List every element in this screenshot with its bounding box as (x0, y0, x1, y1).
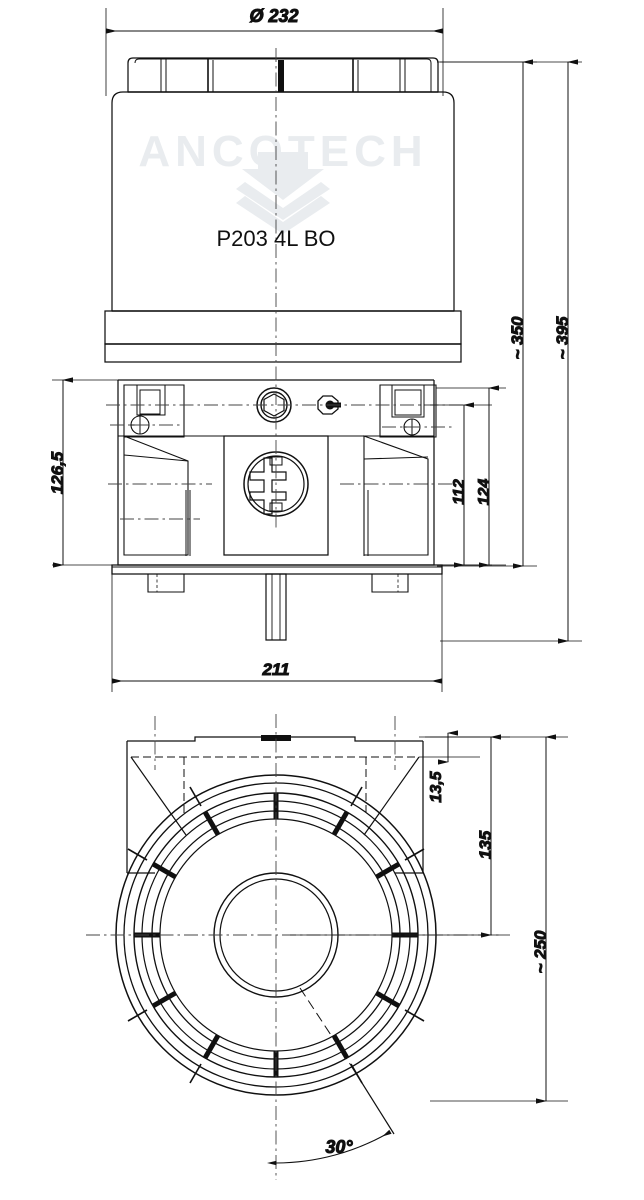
mounting-plate-outline (126, 735, 424, 874)
front-view-dimensions: Ø 232 ~ 350 ~ 395 126,5 (48, 6, 582, 692)
product-label: P203 4L BO (216, 226, 335, 251)
dim-height-total: ~ 395 (440, 59, 582, 644)
dim-label-port-height-inner: 112 (451, 479, 468, 505)
dim-label-base-height: 126,5 (48, 451, 67, 494)
dim-height-body: ~ 350 (437, 59, 537, 569)
dim-plan-radius: 135 (290, 734, 510, 938)
lid-handle-group (127, 57, 439, 93)
dim-label-plan-radius: 135 (476, 830, 495, 859)
reservoir-body (104, 91, 462, 363)
dim-label-plan-diameter: ~ 250 (531, 930, 550, 974)
pump-housing (111, 379, 443, 641)
dim-label-outlet-angle: 30° (325, 1137, 353, 1157)
dim-outlet-angle: 30° (267, 1066, 395, 1166)
mount-hidden-lines (131, 756, 419, 815)
dim-base-height: 126,5 (48, 377, 126, 568)
dim-plan-diameter: ~ 250 (430, 734, 568, 1104)
dim-label-base-width: 211 (261, 660, 289, 679)
dim-label-port-height-outer: 124 (476, 479, 493, 506)
plan-view-dimensions: 13,5 135 ~ 250 30° (267, 730, 568, 1166)
dim-base-width: 211 (111, 568, 443, 692)
dim-label-bracket-offset: 13,5 (428, 770, 445, 802)
dim-label-height-body: ~ 350 (508, 316, 527, 360)
outlet-leader-line (299, 987, 353, 1068)
watermark-group: ANCOTECH (138, 127, 423, 234)
watermark-logo-icon (236, 152, 330, 234)
front-view-centerlines (106, 48, 466, 530)
dim-bracket-offset: 13,5 (419, 730, 480, 803)
dim-label-height-total: ~ 395 (553, 316, 572, 360)
dim-top-diameter: Ø 232 (105, 6, 444, 96)
mount-bracket-diagonals (130, 756, 420, 836)
dim-label-top-diameter: Ø 232 (249, 6, 298, 26)
dim-port-height-outer: 124 (436, 385, 506, 568)
